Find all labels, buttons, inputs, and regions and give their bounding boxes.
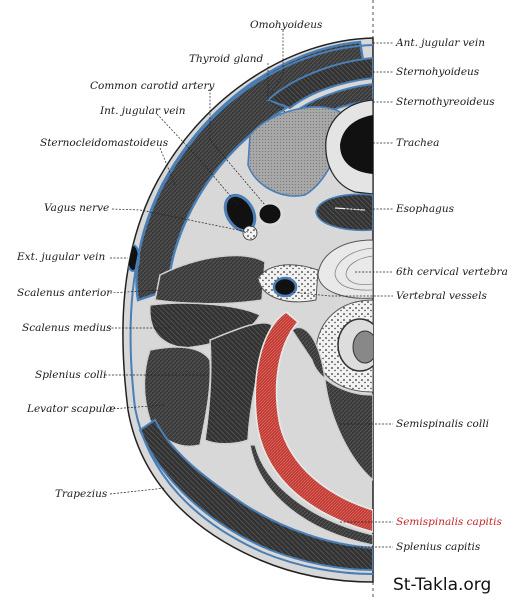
esophagus bbox=[315, 193, 374, 232]
semispinalis-colli-muscle bbox=[291, 326, 374, 482]
superficial-fascia bbox=[129, 44, 374, 575]
splenius-colli-muscle bbox=[204, 322, 273, 445]
label-trachea: Trachea bbox=[396, 137, 439, 149]
common-carotid-artery bbox=[256, 201, 284, 227]
label-levator-scapulae: Levator scapulæ bbox=[26, 403, 116, 415]
label-sternohyoideus: Sternohyoideus bbox=[396, 66, 480, 78]
sternohyoideus-muscle bbox=[266, 56, 374, 110]
vagus-nerve bbox=[242, 225, 258, 241]
label-ant-jugular-vein: Ant. jugular vein bbox=[395, 37, 485, 49]
label-splenius-colli: Splenius colli bbox=[35, 369, 106, 381]
label-splenius-capitis: Splenius capitis bbox=[396, 541, 481, 553]
trachea-lumen bbox=[340, 115, 373, 174]
labels-left: Omohyoideus Thyroid gland Common carotid… bbox=[16, 19, 323, 500]
label-scalenus-medius: Scalenus medius bbox=[22, 322, 112, 334]
labels-right: Ant. jugular vein Sternohyoideus Sternot… bbox=[395, 37, 508, 553]
watermark: St-Takla.org bbox=[393, 575, 491, 595]
label-thyroid-gland: Thyroid gland bbox=[189, 53, 264, 65]
semispinalis-capitis-muscle bbox=[254, 310, 374, 534]
label-int-jugular-vein: Int. jugular vein bbox=[99, 105, 186, 117]
label-scalenus-anterior: Scalenus anterior bbox=[17, 287, 112, 299]
vertebral-vessels bbox=[272, 276, 298, 298]
label-omohyoideus: Omohyoideus bbox=[250, 19, 323, 31]
label-vagus-nerve: Vagus nerve bbox=[44, 202, 109, 214]
label-sixth-cervical-vertebra: 6th cervical vertebra bbox=[396, 266, 508, 278]
label-sternocleidomastoideus: Sternocleidomastoideus bbox=[40, 137, 169, 149]
levator-scapulae-muscle bbox=[143, 346, 212, 447]
label-ext-jugular-vein: Ext. jugular vein bbox=[16, 251, 105, 263]
trapezius-muscle bbox=[138, 418, 374, 572]
splenius-capitis-muscle bbox=[249, 444, 374, 546]
label-trapezius: Trapezius bbox=[55, 488, 108, 500]
neck-cross-section bbox=[122, 37, 374, 583]
label-sternothyreoideus: Sternothyreoideus bbox=[396, 96, 495, 108]
leader-lines bbox=[105, 30, 393, 548]
label-esophagus: Esophagus bbox=[395, 203, 455, 215]
label-vertebral-vessels: Vertebral vessels bbox=[396, 290, 487, 302]
label-common-carotid-artery: Common carotid artery bbox=[90, 80, 216, 92]
label-semispinalis-colli: Semispinalis colli bbox=[396, 418, 489, 430]
label-semispinalis-capitis: Semispinalis capitis bbox=[396, 516, 502, 528]
